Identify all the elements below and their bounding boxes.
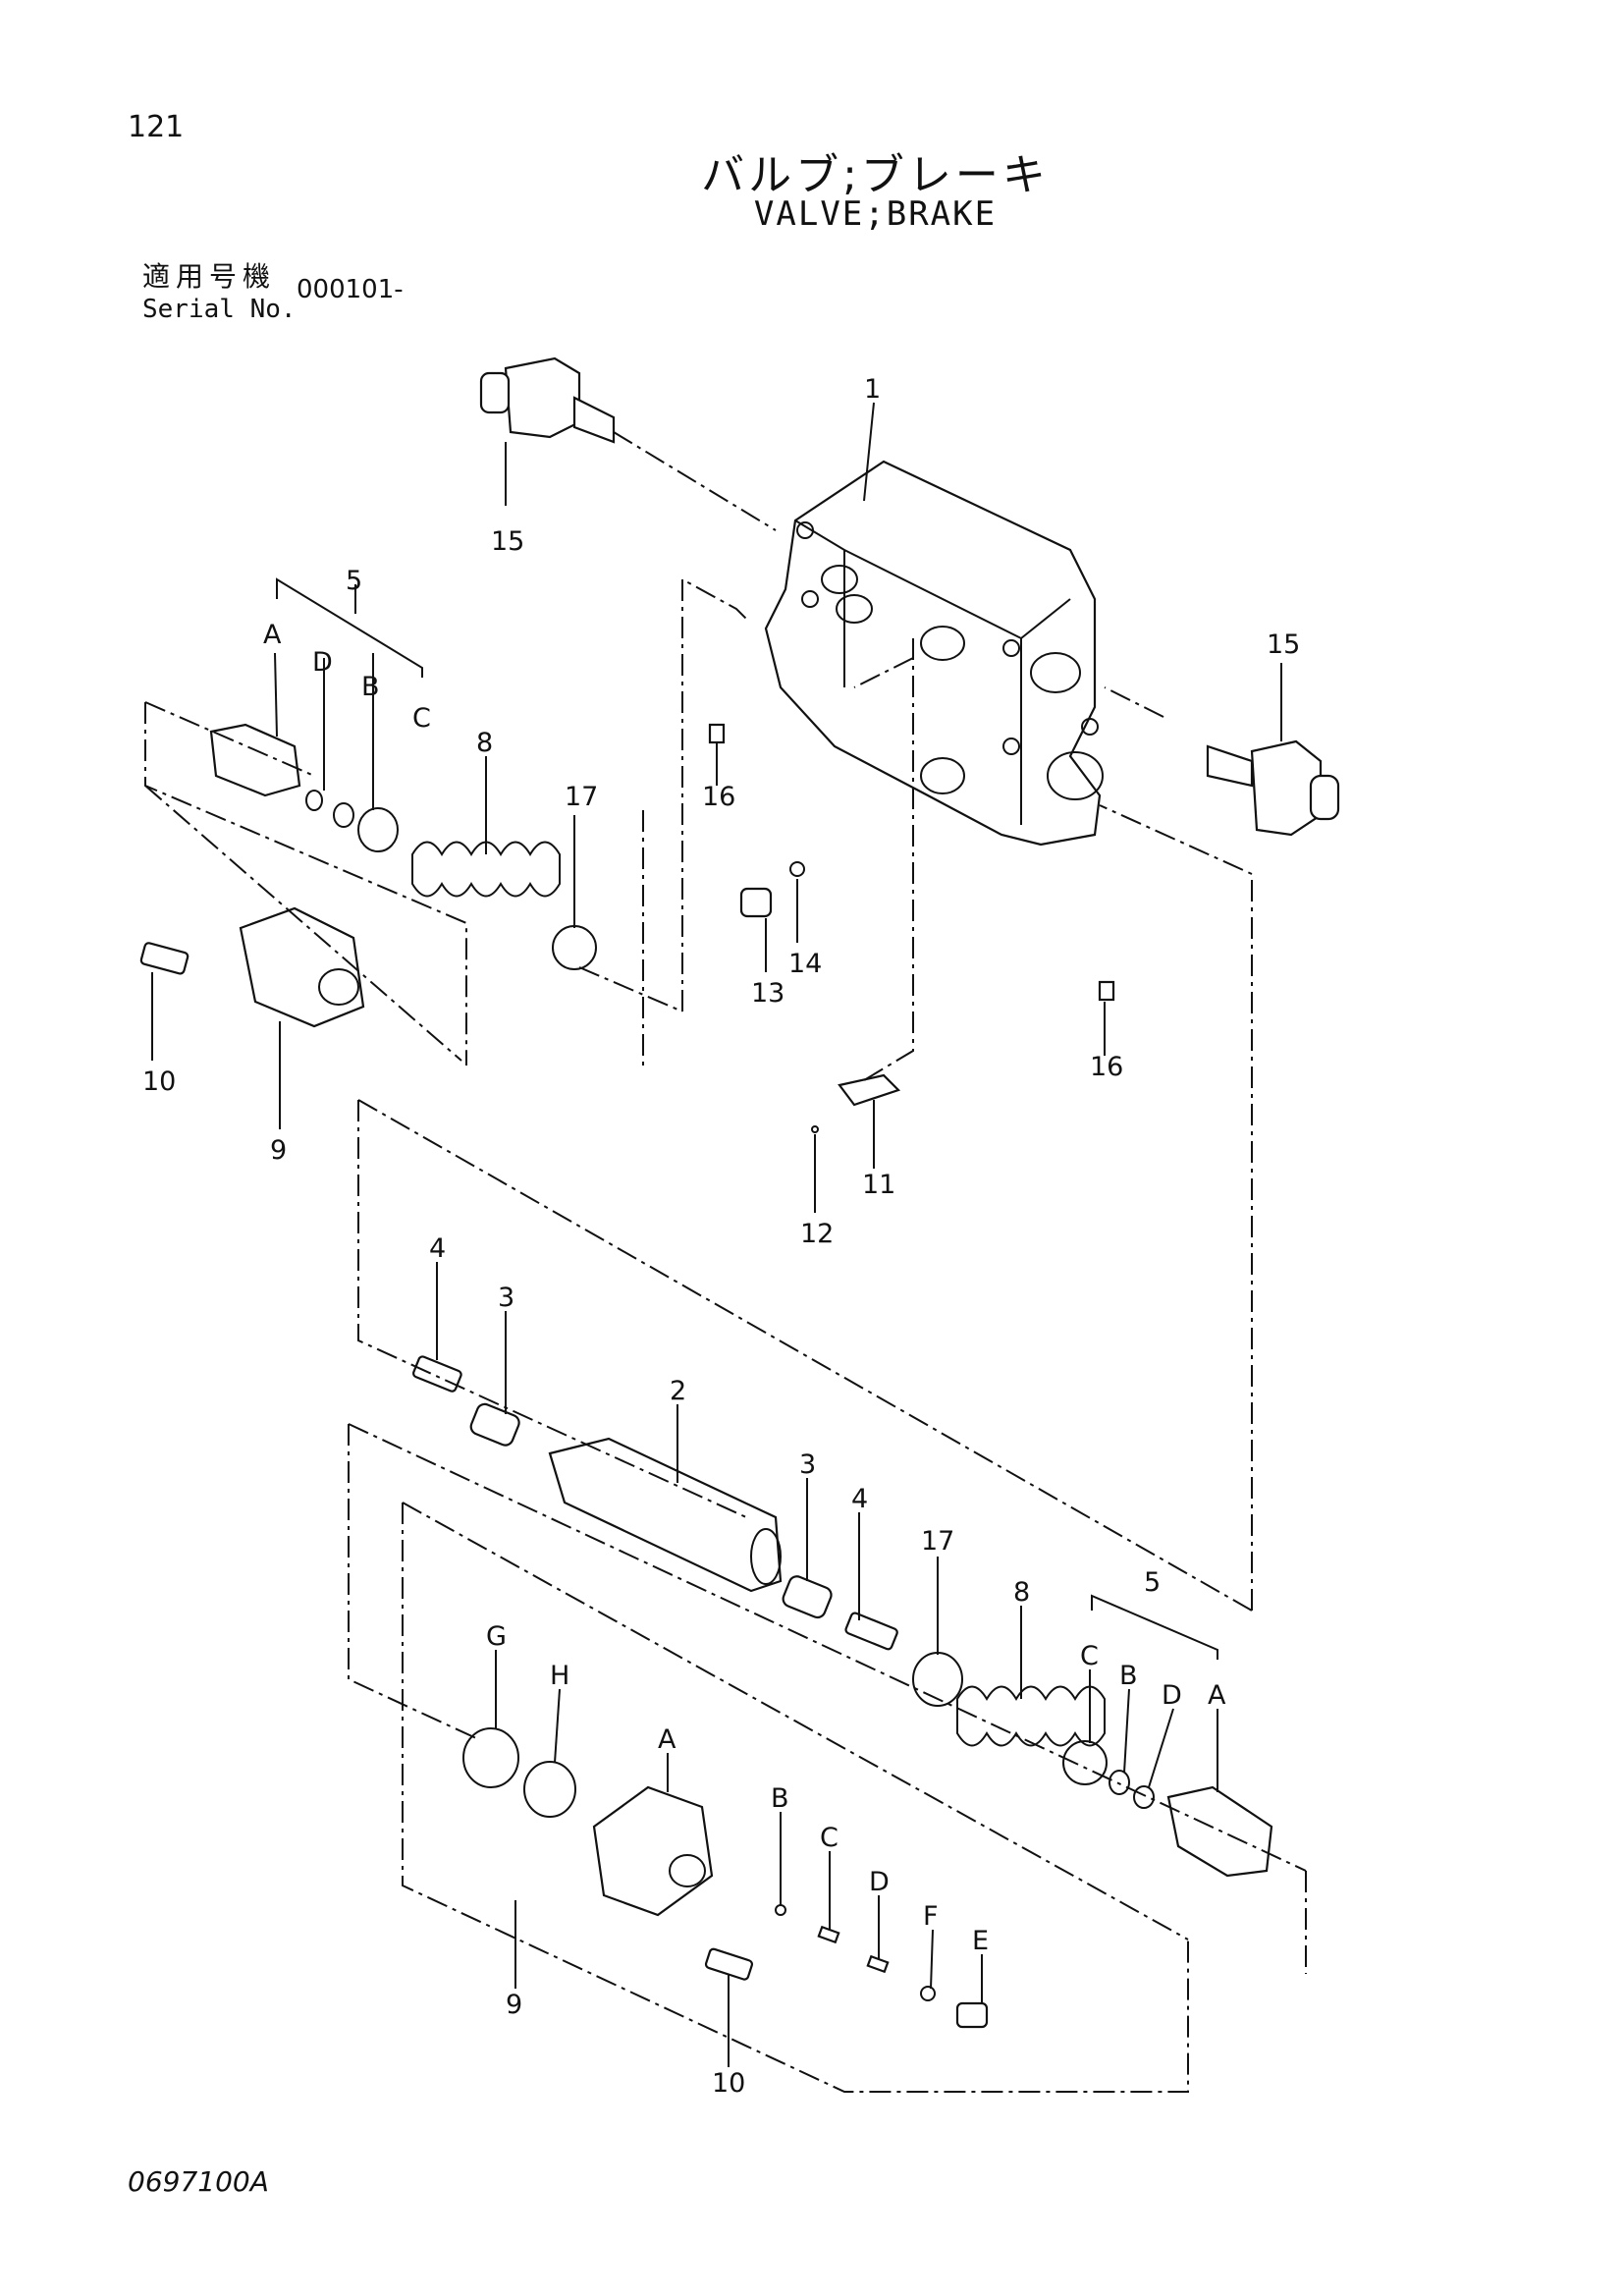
callout-C-cover: C bbox=[820, 1823, 839, 1853]
callout-8-upper: 8 bbox=[476, 728, 493, 758]
document-code: 0697100A bbox=[128, 2165, 269, 2198]
callout-16-lower: 16 bbox=[1090, 1052, 1123, 1082]
part-9-cover-upper bbox=[139, 906, 365, 1028]
callout-17-lower: 17 bbox=[921, 1526, 954, 1557]
callout-3-lower: 3 bbox=[799, 1449, 816, 1480]
serial-number-range: 000101- bbox=[297, 275, 404, 304]
callout-3-upper: 3 bbox=[498, 1283, 514, 1313]
callout-A-cover: A bbox=[658, 1724, 676, 1755]
callout-10-lower: 10 bbox=[712, 2068, 745, 2099]
part-9-cover-lower bbox=[462, 1727, 989, 2029]
callout-B-lower: B bbox=[1119, 1661, 1138, 1691]
part-15-right bbox=[1206, 739, 1340, 837]
title-japanese: バルブ;ブレーキ bbox=[701, 150, 1050, 200]
part-16-lower bbox=[1098, 980, 1115, 1002]
part-12-screw bbox=[811, 1125, 819, 1133]
callout-C-lower: C bbox=[1080, 1641, 1099, 1671]
callout-17-upper: 17 bbox=[565, 782, 598, 812]
callout-5-upper: 5 bbox=[346, 566, 362, 596]
callout-14: 14 bbox=[788, 949, 822, 979]
serial-label-english: Serial No. bbox=[142, 295, 297, 324]
pilot-cap-assembly-upper bbox=[209, 723, 597, 970]
callout-1: 1 bbox=[864, 374, 881, 405]
callout-D-cover: D bbox=[869, 1867, 890, 1897]
pilot-cap-assembly-lower bbox=[956, 1685, 1273, 1878]
callout-labels: 1 15 15 5 A D B C 8 17 16 16 13 14 10 9 … bbox=[142, 374, 1300, 2099]
callout-9-lower: 9 bbox=[506, 1990, 522, 2020]
callout-4-upper: 4 bbox=[429, 1233, 446, 1264]
callout-2: 2 bbox=[670, 1376, 686, 1406]
callout-15-top: 15 bbox=[491, 526, 524, 557]
callout-D-lower: D bbox=[1162, 1680, 1182, 1711]
callout-15-right: 15 bbox=[1267, 629, 1300, 660]
callout-9-upper: 9 bbox=[270, 1135, 287, 1166]
callout-D-upper: D bbox=[312, 647, 333, 678]
callout-B-cover: B bbox=[771, 1783, 789, 1814]
leader-lines bbox=[151, 402, 1282, 2067]
callout-F: F bbox=[923, 1901, 939, 1932]
valve-body-part bbox=[764, 460, 1104, 847]
callout-8-lower: 8 bbox=[1013, 1577, 1030, 1608]
callout-11: 11 bbox=[862, 1170, 895, 1200]
callout-13: 13 bbox=[751, 978, 784, 1009]
callout-H: H bbox=[550, 1661, 569, 1691]
callout-C-upper: C bbox=[412, 703, 431, 734]
callout-10-upper: 10 bbox=[142, 1066, 176, 1097]
callout-5-lower: 5 bbox=[1144, 1567, 1161, 1598]
part-15-top bbox=[479, 356, 616, 444]
callout-16-upper: 16 bbox=[702, 782, 735, 812]
callout-E: E bbox=[972, 1926, 989, 1956]
part-16-upper bbox=[708, 723, 726, 744]
assembly-boundary-lines bbox=[144, 431, 1307, 2093]
callout-A-lower: A bbox=[1208, 1680, 1226, 1711]
part-11-plate bbox=[838, 1073, 901, 1107]
callout-G: G bbox=[486, 1621, 507, 1652]
callout-12: 12 bbox=[800, 1219, 834, 1249]
title-english: VALVE;BRAKE bbox=[753, 194, 998, 234]
callout-4-lower: 4 bbox=[851, 1484, 868, 1514]
serial-label-japanese: 適用号機 bbox=[142, 260, 277, 293]
page-number: 121 bbox=[128, 110, 185, 144]
callout-B-upper: B bbox=[361, 672, 380, 702]
part-14-oring bbox=[789, 861, 805, 877]
callout-A-upper: A bbox=[263, 620, 282, 650]
spool-assembly bbox=[412, 1355, 963, 1707]
part-13-plug bbox=[739, 887, 773, 918]
